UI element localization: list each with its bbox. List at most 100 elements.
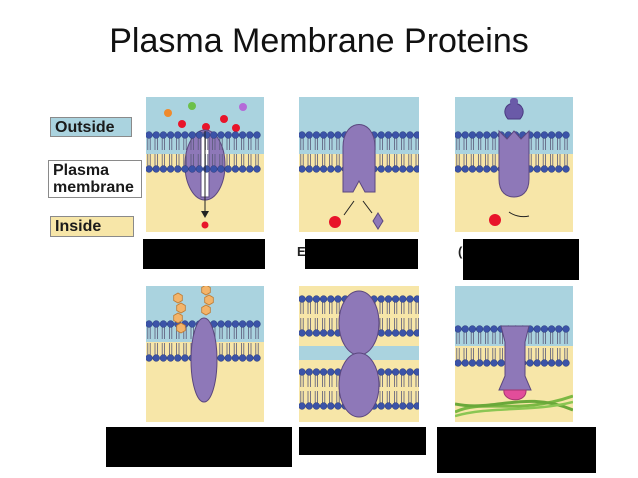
lipid-head <box>413 368 419 376</box>
lipid-head <box>406 402 414 410</box>
lipid-head <box>299 329 306 337</box>
lipid-head <box>327 131 335 139</box>
page-title: Plasma Membrane Proteins <box>109 22 529 60</box>
redaction-bar <box>463 239 579 280</box>
panel-transport-channel <box>146 97 264 232</box>
lipid-head <box>312 295 321 303</box>
lipid-head <box>305 402 313 410</box>
lipid-head <box>413 131 419 139</box>
sugar-unit <box>201 304 211 316</box>
lipid-head <box>391 165 400 173</box>
lipid-head <box>413 165 419 173</box>
lipid-head <box>166 320 175 328</box>
lipid-head <box>377 131 385 139</box>
lipid-head <box>224 354 232 362</box>
redaction-bar <box>305 239 418 269</box>
lipid-head <box>334 165 342 173</box>
arrow <box>508 211 530 218</box>
lipid-head <box>483 359 491 367</box>
lipid-head <box>188 131 196 139</box>
lipid-head <box>475 131 484 139</box>
lipid-head <box>391 295 400 303</box>
molecule-red <box>201 221 209 229</box>
lipid-head <box>305 329 313 337</box>
lipid-head <box>468 165 477 173</box>
molecule-orange <box>164 109 172 117</box>
lipid-head <box>490 131 498 139</box>
lipid-head <box>540 165 549 173</box>
lipid-head <box>319 131 328 139</box>
lipid-head <box>188 320 196 328</box>
arrow <box>343 200 355 216</box>
lipid-head <box>217 320 225 328</box>
glycoprotein <box>190 317 218 403</box>
lipid-head <box>253 131 261 139</box>
lipid-head <box>299 402 306 410</box>
lipid-head <box>461 359 469 367</box>
lipid-head <box>246 320 254 328</box>
lipid-head <box>413 295 419 303</box>
lipid-head <box>152 320 160 328</box>
lipid-head <box>490 359 498 367</box>
sugar-unit <box>176 302 186 314</box>
attachment-protein <box>503 389 527 401</box>
lipid-head <box>461 131 469 139</box>
lipid-head <box>461 325 469 333</box>
lipid-head <box>188 165 196 173</box>
lipid-head <box>166 165 175 173</box>
cytoskeleton-fiber <box>455 400 573 418</box>
lipid-head <box>146 320 153 328</box>
lipid-head <box>174 354 182 362</box>
panel-intercellular-joining <box>299 286 419 422</box>
lipid-head <box>334 131 342 139</box>
redaction-bar <box>437 427 596 473</box>
lipid-head <box>555 165 563 173</box>
lipid-head <box>146 354 153 362</box>
sugar-unit <box>173 312 183 324</box>
lipid-head <box>384 329 393 337</box>
lipid-head <box>533 131 541 139</box>
lipid-head <box>159 320 168 328</box>
lipid-head <box>253 320 261 328</box>
lipid-head <box>562 165 570 173</box>
lipid-head <box>231 165 240 173</box>
lipid-head <box>377 402 385 410</box>
lipid-head <box>217 354 225 362</box>
legend-outside: Outside <box>50 117 132 137</box>
lipid-head <box>299 368 306 376</box>
lipid-head <box>399 368 407 376</box>
lipid-head <box>455 325 462 333</box>
lipid-head <box>533 325 541 333</box>
lipid-head <box>210 131 218 139</box>
lipid-head <box>174 165 182 173</box>
lipid-head <box>555 131 563 139</box>
lipid-head <box>152 131 160 139</box>
lipid-head <box>377 368 385 376</box>
lipid-head <box>159 354 168 362</box>
substrate-red <box>329 216 341 228</box>
lipid-head <box>327 329 335 337</box>
lipid-head <box>312 165 321 173</box>
lipid-head <box>490 165 498 173</box>
lipid-bilayer <box>146 131 261 173</box>
lipid-head <box>319 295 328 303</box>
lipid-head <box>483 131 491 139</box>
lipid-head <box>483 325 491 333</box>
lipid-head <box>238 165 247 173</box>
lipid-head <box>547 325 556 333</box>
lipid-head <box>455 131 462 139</box>
lipid-head <box>238 320 247 328</box>
junction-protein-upper <box>338 290 380 356</box>
lipid-head <box>468 325 477 333</box>
lipid-head <box>312 131 321 139</box>
lipid-head <box>159 165 168 173</box>
lipid-head <box>334 295 342 303</box>
lipid-head <box>202 131 211 139</box>
carbohydrate-chain <box>201 286 214 316</box>
lipid-head <box>497 359 505 367</box>
lipid-head <box>231 131 240 139</box>
lipid-head <box>399 329 407 337</box>
lipid-head <box>231 354 240 362</box>
lipid-head <box>399 131 407 139</box>
lipid-head <box>468 359 477 367</box>
